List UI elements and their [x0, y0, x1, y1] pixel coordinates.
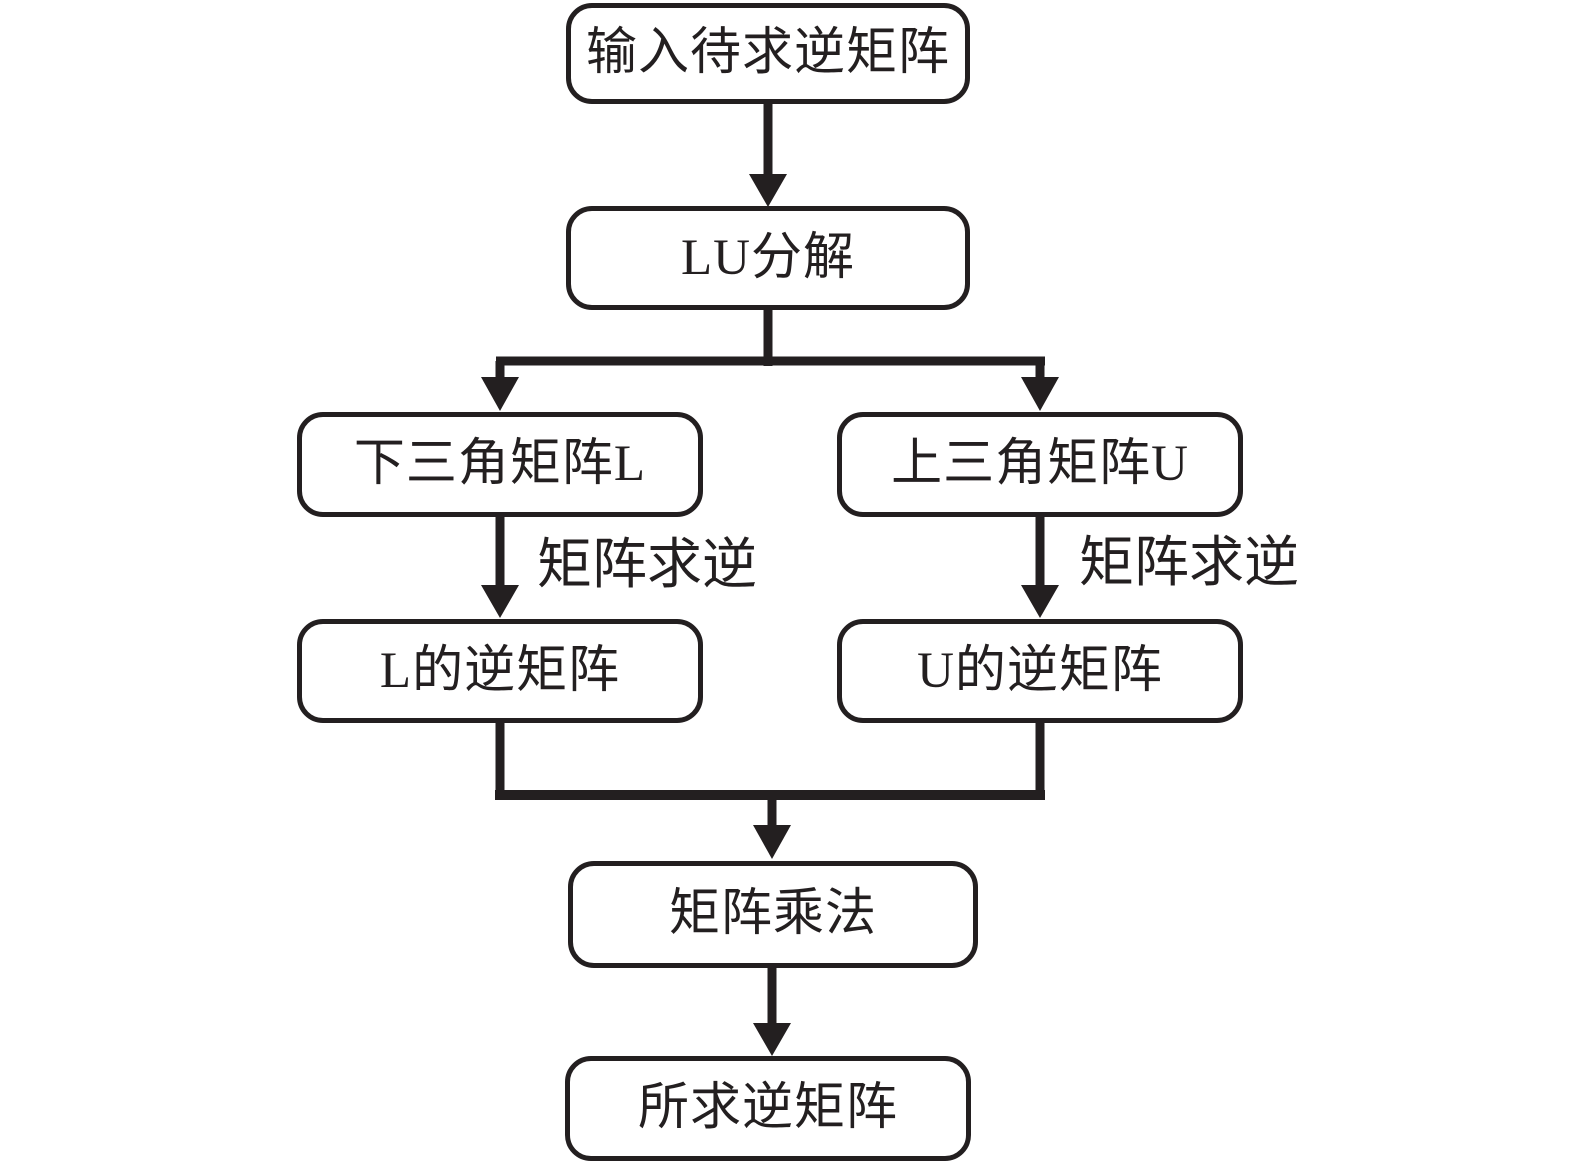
arrow-upper-to-uinv: [1021, 516, 1059, 618]
merge-linv-uinv-to-multiply: [495, 722, 1045, 859]
node-lower-triangular-L: 下三角矩阵L: [297, 412, 703, 517]
node-lu-decomposition: LU分解: [566, 206, 970, 310]
node-inverse-of-L: L的逆矩阵: [297, 619, 703, 723]
arrow-multiply-to-result: [753, 966, 791, 1056]
arrow-input-to-lu: [749, 103, 787, 207]
node-upper-triangular-U: 上三角矩阵U: [837, 412, 1243, 517]
node-matrix-multiplication: 矩阵乘法: [568, 861, 978, 968]
arrow-lower-to-linv: [481, 516, 519, 618]
node-inverse-of-U: U的逆矩阵: [837, 619, 1243, 723]
edge-label-matrix-inversion-right: 矩阵求逆: [1079, 532, 1300, 593]
node-result-inverse-matrix: 所求逆矩阵: [565, 1056, 971, 1161]
branch-lu-to-lower-upper: [481, 309, 1059, 411]
edge-label-matrix-inversion-left: 矩阵求逆: [537, 534, 758, 595]
node-input-matrix: 输入待求逆矩阵: [566, 3, 970, 104]
